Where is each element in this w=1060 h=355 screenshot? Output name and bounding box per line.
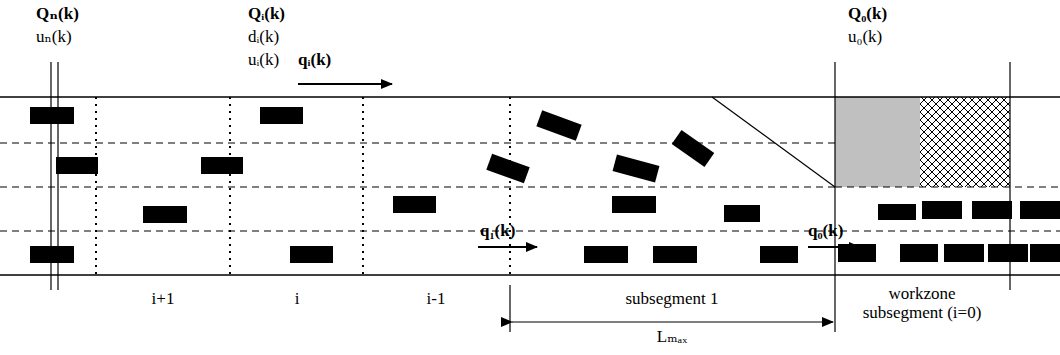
variable-label: Qₙ(k) — [36, 5, 79, 24]
variable-label: uₙ(k) — [36, 28, 72, 47]
road-edge — [0, 96, 1060, 98]
segment-boundaries — [96, 97, 510, 275]
vehicle — [922, 201, 962, 219]
variable-label: uᵢ(k) — [248, 51, 279, 70]
hatched-area — [920, 97, 1010, 187]
flow-label: qᵢ(k) — [298, 51, 331, 70]
vehicle — [486, 154, 529, 184]
dimension-line — [512, 321, 833, 322]
variable-label: Q₀(k) — [848, 5, 887, 24]
segment-label: i-1 — [427, 290, 446, 309]
variable-label: u₀(k) — [848, 28, 882, 47]
vehicle — [260, 107, 303, 124]
closed-area — [835, 97, 920, 187]
vehicle — [838, 244, 876, 262]
boundary-lines — [51, 62, 1010, 332]
vehicle — [672, 130, 715, 167]
vehicle — [878, 204, 916, 220]
vehicle — [56, 157, 98, 174]
vehicle — [30, 107, 74, 124]
vehicle — [612, 196, 656, 213]
vehicle — [393, 196, 436, 213]
segment-label: subsegment 1 — [625, 290, 718, 309]
vehicle — [536, 110, 581, 140]
vehicle — [201, 157, 243, 174]
variable-label: Qᵢ(k) — [248, 5, 285, 24]
vehicle — [760, 246, 798, 263]
vehicle — [290, 246, 333, 263]
vehicle — [653, 246, 697, 263]
dimension-label: Lₘₐₓ — [654, 328, 690, 347]
segment-label: i — [295, 290, 300, 309]
variable-label: dᵢ(k) — [248, 28, 279, 47]
vehicle — [1030, 244, 1060, 262]
road-edge — [0, 274, 1060, 276]
segment-label: workzone subsegment (i=0) — [847, 285, 997, 322]
vehicle — [724, 205, 760, 222]
flow-arrows — [298, 84, 860, 247]
lane-lines — [0, 143, 1060, 231]
vehicle — [30, 246, 74, 263]
vehicle — [1020, 201, 1060, 219]
vehicle — [584, 246, 628, 263]
vehicles — [30, 107, 1060, 263]
vehicle — [900, 244, 938, 262]
taper-line — [712, 97, 835, 187]
flow-label: q₁(k) — [480, 222, 515, 241]
vehicle — [944, 244, 984, 262]
vehicle — [972, 201, 1012, 219]
vehicle — [143, 206, 187, 223]
vehicle — [988, 244, 1028, 262]
flow-label: q₀(k) — [808, 222, 843, 241]
vehicle — [613, 155, 660, 183]
segment-label: i+1 — [152, 290, 175, 309]
